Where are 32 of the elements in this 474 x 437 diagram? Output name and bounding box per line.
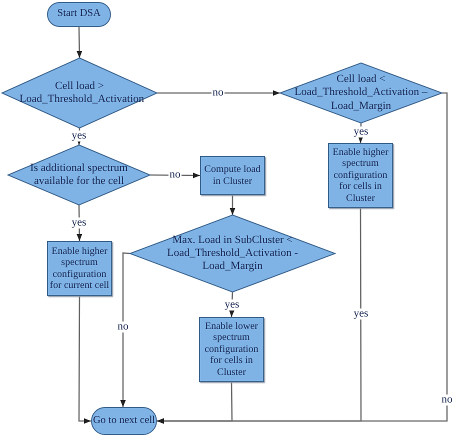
decision-diamond: [8, 145, 150, 205]
arrow: [157, 92, 448, 424]
edge-label: yes: [70, 130, 88, 142]
edge-label: no: [440, 394, 454, 406]
node-text: Cell load < Load_Threshold_Activation – Load_Margin: [294, 73, 428, 113]
node-text: Compute load in Cluster: [203, 164, 262, 187]
node-text: Go to next cell: [92, 414, 156, 428]
arrow: [76, 205, 82, 241]
arrow: [78, 296, 91, 424]
edge-label: no: [212, 88, 224, 98]
decision-diamond: [2, 58, 157, 128]
arrow: [76, 26, 82, 58]
terminal-box: [91, 407, 157, 435]
arrow: [157, 90, 280, 96]
node-text: Enable higher spectrum configuration for current cell: [48, 246, 110, 292]
node-text: Start DSA: [56, 8, 102, 21]
edge-label: yes: [352, 126, 370, 138]
edge-label: no: [168, 170, 182, 180]
arrow: [120, 252, 130, 407]
arrow: [230, 195, 236, 215]
node-text: Max. Load in SubCluster < Load_Threshold_Activation - Load_Margin: [166, 234, 300, 274]
node-text: Enable higher spectrum configuration for cells in Cluster: [332, 146, 390, 204]
edge-label: yes: [352, 308, 370, 320]
edge-label: yes: [70, 218, 88, 228]
node-text: Enable lower spectrum configuration for cells in Cluster: [204, 320, 260, 378]
node-text: Is additional spectrum available for the cell: [29, 162, 129, 188]
edge-label: yes: [224, 300, 240, 310]
edge-label: no: [116, 322, 130, 332]
decision-diamond: [130, 215, 335, 292]
process-box: [200, 156, 265, 195]
decision-diamond: [280, 63, 442, 123]
terminal-box: [47, 2, 111, 27]
